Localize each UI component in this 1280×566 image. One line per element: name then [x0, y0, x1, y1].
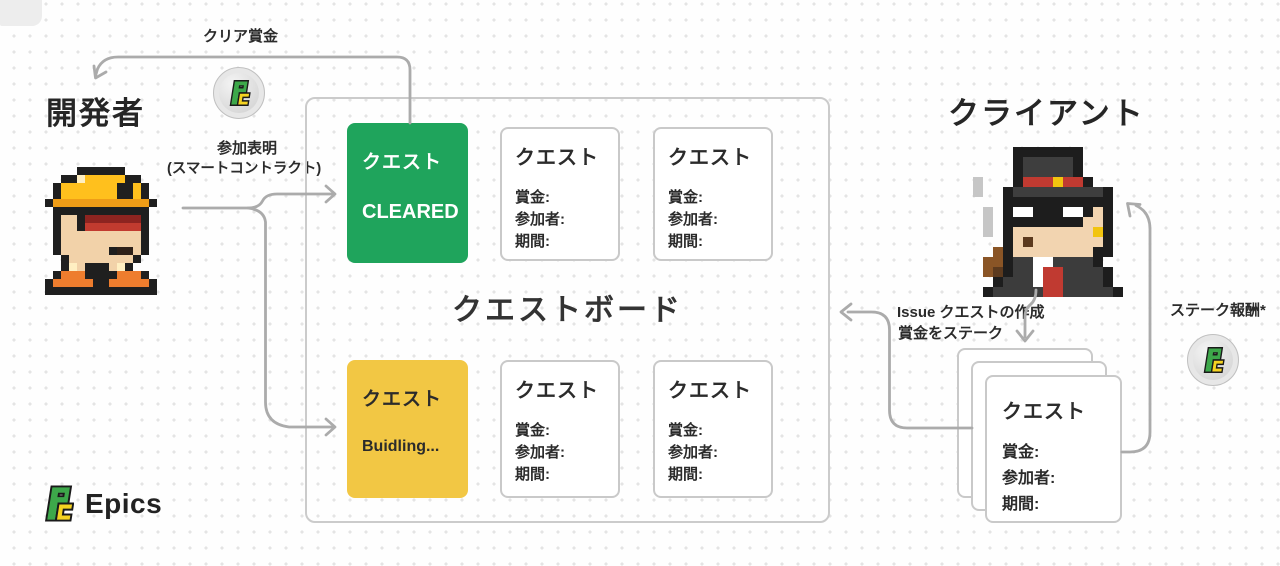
quest-field-reward: 賞金:	[668, 189, 703, 206]
quest-field-period: 期間:	[668, 233, 703, 250]
quest-field-period: 期間:	[515, 233, 550, 250]
arrowhead-stake-reward	[1126, 202, 1142, 218]
quest-card-title: クエスト	[515, 147, 599, 169]
quest-card-blank: クエスト 賞金: 参加者: 期間:	[500, 360, 620, 498]
epics-logo-icon	[229, 80, 251, 106]
client-avatar-icon	[973, 147, 1123, 297]
developer-heading: 開発者	[46, 96, 145, 131]
quest-card-title: クエスト	[668, 147, 752, 169]
quest-field-participants: 参加者:	[515, 211, 565, 228]
epics-logo-icon	[1203, 347, 1225, 373]
participation-note-label: (スマートコントラクト)	[167, 161, 322, 177]
arrowhead-clear-reward	[92, 64, 108, 80]
stake-prize-label: 賞金をステーク	[898, 325, 1004, 342]
issue-quest-label: Issue クエストの作成	[897, 304, 1045, 321]
participation-label: 参加表明	[217, 140, 278, 157]
arrowhead-issue-quest	[839, 302, 853, 322]
epics-coin-icon	[1187, 334, 1239, 386]
clear-reward-label: クリア賞金	[203, 28, 279, 45]
quest-field-reward: 賞金:	[515, 189, 550, 206]
quest-field-reward: 賞金:	[515, 422, 550, 439]
quest-field-period: 期間:	[668, 466, 703, 483]
quest-field-reward: 賞金:	[1002, 444, 1040, 461]
epics-logo-icon	[44, 485, 74, 522]
corner-artifact	[0, 0, 42, 26]
brand-lockup: Epics	[42, 484, 162, 523]
brand-name: Epics	[85, 487, 163, 519]
quest-field-period: 期間:	[515, 466, 550, 483]
quest-card-building: クエスト Buidling...	[347, 360, 468, 498]
quest-card-cleared: クエスト CLEARED	[347, 123, 468, 263]
quest-field-period: 期間:	[1002, 496, 1040, 513]
quest-card-status: Buidling...	[362, 438, 440, 455]
epics-coin-icon	[213, 67, 265, 119]
arrowhead-client-to-stack	[1015, 329, 1035, 343]
quest-card-status: CLEARED	[362, 201, 459, 223]
quest-field-participants: 参加者:	[668, 211, 718, 228]
client-heading: クライアント	[948, 96, 1145, 131]
quest-card-blank: クエスト 賞金: 参加者: 期間:	[653, 360, 773, 498]
quest-card-blank: クエスト 賞金: 参加者: 期間:	[653, 127, 773, 261]
quest-field-participants: 参加者:	[1002, 470, 1056, 487]
quest-card-title: クエスト	[668, 380, 752, 402]
quest-card-title: クエスト	[362, 152, 443, 173]
quest-field-reward: 賞金:	[668, 422, 703, 439]
quest-card-title: クエスト	[362, 389, 443, 410]
quest-field-participants: 参加者:	[515, 444, 565, 461]
quest-card-stack-front: クエスト 賞金: 参加者: 期間:	[985, 375, 1122, 523]
quest-card-title: クエスト	[1002, 401, 1086, 423]
developer-avatar-icon	[45, 167, 157, 295]
quest-card-blank: クエスト 賞金: 参加者: 期間:	[500, 127, 620, 261]
quest-field-participants: 参加者:	[668, 444, 718, 461]
arrow-stake-reward	[1120, 204, 1152, 454]
stake-reward-label: ステーク報酬*	[1170, 302, 1266, 319]
quest-board-title: クエストボード	[452, 294, 683, 327]
quest-card-title: クエスト	[515, 380, 599, 402]
